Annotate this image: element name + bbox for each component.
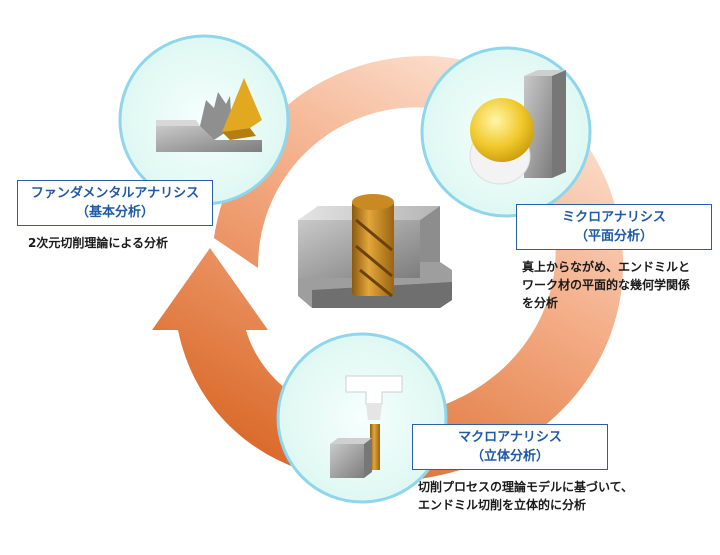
macro-subtitle: （立体分析）	[470, 449, 549, 464]
macro-circle	[276, 332, 448, 504]
micro-illustration	[469, 70, 566, 185]
micro-desc-line: ワーク材の平面的な幾何学関係	[522, 278, 691, 292]
micro-desc-line: 真上からながめ、エンドミルと	[522, 260, 691, 274]
fundamental-subtitle: （基本分析）	[75, 205, 154, 220]
fundamental-desc-line: 2次元切削理論による分析	[28, 236, 168, 250]
micro-title: ミクロアナリシス	[562, 210, 666, 225]
fundamental-illustration	[156, 78, 262, 152]
macro-title: マクロアナリシス	[458, 430, 562, 445]
macro-label: マクロアナリシス （立体分析）	[412, 424, 608, 470]
macro-description: 切削プロセスの理論モデルに基づいて、 エンドミル切削を立体的に分析	[418, 478, 633, 514]
micro-desc-line: を分析	[522, 296, 559, 310]
micro-description: 真上からながめ、エンドミルと ワーク材の平面的な幾何学関係 を分析	[522, 258, 690, 312]
macro-desc-line: 切削プロセスの理論モデルに基づいて、	[418, 480, 634, 494]
micro-label: ミクロアナリシス （平面分析）	[516, 204, 712, 250]
micro-subtitle: （平面分析）	[574, 229, 653, 244]
macro-illustration	[330, 375, 403, 478]
center-workpiece-illustration	[298, 194, 452, 308]
fundamental-title: ファンダメンタルアナリシス	[30, 186, 200, 201]
fundamental-description: 2次元切削理論による分析	[28, 234, 168, 252]
fundamental-label: ファンダメンタルアナリシス （基本分析）	[17, 180, 213, 226]
macro-desc-line: エンドミル切削を立体的に分析	[418, 498, 587, 512]
